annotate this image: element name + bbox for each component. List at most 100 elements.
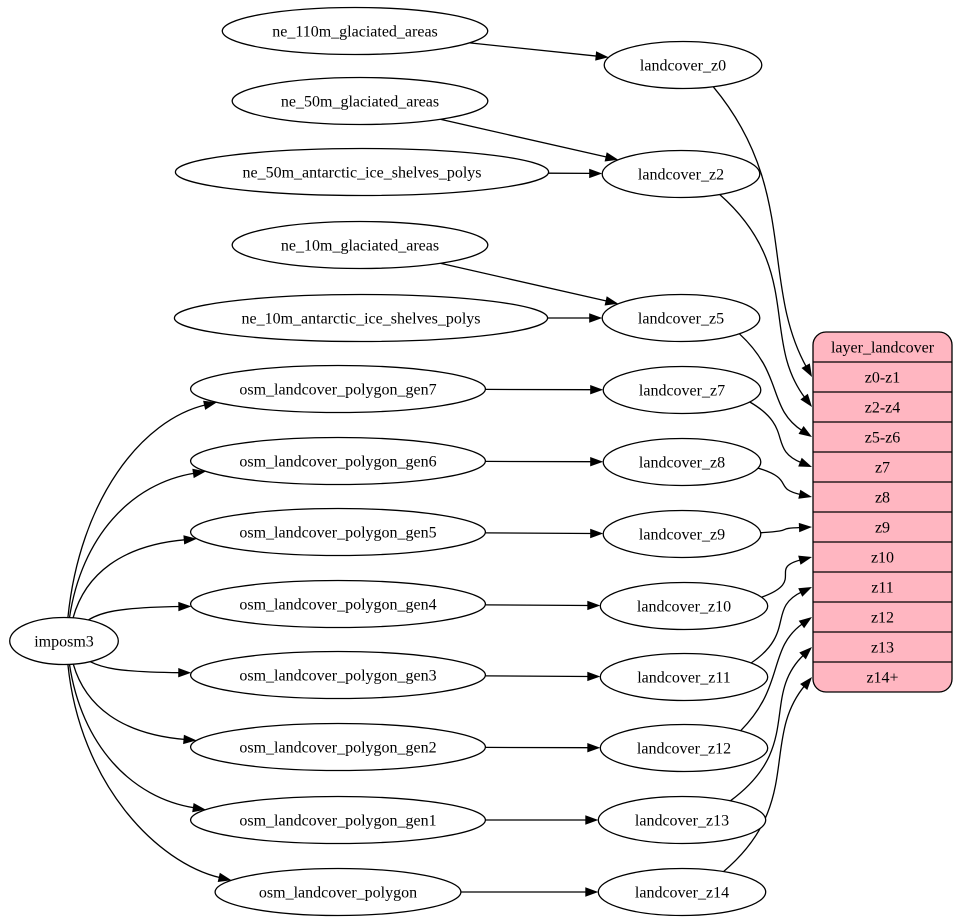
arrowhead <box>587 743 601 753</box>
arrowhead <box>585 815 599 825</box>
node-label-ne_110m_glaciated_areas: ne_110m_glaciated_areas <box>272 24 438 41</box>
node-ellipse-osm_landcover_polygon_gen3 <box>189 650 487 700</box>
edge-path <box>749 401 803 464</box>
edge-imposm3-to-osm_landcover_polygon_gen2 <box>72 664 197 745</box>
record-row-z12: z12 <box>871 610 894 627</box>
arrowhead <box>587 671 601 682</box>
node-landcover_z0: landcover_z0 <box>603 40 763 90</box>
edge-osm_landcover_polygon_gen3-to-landcover_z11 <box>485 671 601 682</box>
node-label-osm_landcover_polygon_gen6: osm_landcover_polygon_gen6 <box>239 454 436 471</box>
node-ellipse-ne_50m_glaciated_areas <box>231 76 489 126</box>
edge-osm_landcover_polygon-to-landcover_z14 <box>460 887 599 897</box>
edge-path <box>89 661 181 674</box>
node-osm_landcover_polygon_gen5: osm_landcover_polygon_gen5 <box>189 507 487 557</box>
node-ellipse-landcover_z12 <box>599 723 769 773</box>
record-node-layer_landcover: layer_landcoverz0-z1z2-z4z5-z6z7z8z9z10z… <box>812 331 953 693</box>
arrowhead <box>604 152 619 162</box>
node-ellipse-osm_landcover_polygon_gen5 <box>189 507 487 557</box>
node-landcover_z9: landcover_z9 <box>602 509 762 559</box>
node-osm_landcover_polygon_gen6: osm_landcover_polygon_gen6 <box>189 436 487 486</box>
arrowhead <box>217 872 232 882</box>
node-ne_10m_glaciated_areas: ne_10m_glaciated_areas <box>231 220 489 270</box>
node-osm_landcover_polygon_gen1: osm_landcover_polygon_gen1 <box>189 795 487 845</box>
edge-landcover_z13-to-layer_landcover:z13 <box>730 647 812 802</box>
edge-landcover_z5-to-layer_landcover:z5-z6 <box>738 333 812 437</box>
record-row-z2-z4: z2-z4 <box>865 400 901 417</box>
node-ellipse-imposm3 <box>9 616 119 666</box>
node-ellipse-osm_landcover_polygon <box>214 867 462 917</box>
node-landcover_z14: landcover_z14 <box>597 867 767 917</box>
edge-path <box>712 86 808 368</box>
node-osm_landcover_polygon_gen7: osm_landcover_polygon_gen7 <box>189 364 487 414</box>
edge-imposm3-to-osm_landcover_polygon <box>67 664 232 882</box>
edge-imposm3-to-osm_landcover_polygon_gen1 <box>68 664 206 813</box>
edge-landcover_z9-to-layer_landcover:z9 <box>760 522 812 534</box>
edge-landcover_z8-to-layer_landcover:z8 <box>757 467 812 499</box>
arrowhead <box>799 647 812 660</box>
node-ellipse-landcover_z7 <box>602 365 762 415</box>
edge-path <box>740 622 804 732</box>
node-ellipse-landcover_z0 <box>603 40 763 90</box>
node-ellipse-ne_50m_antarctic_ice_shelves_polys <box>174 147 550 197</box>
node-ellipse-landcover_z9 <box>602 509 762 559</box>
arrowhead <box>798 426 812 437</box>
arrowhead <box>589 313 603 323</box>
arrowhead <box>192 468 206 479</box>
arrowhead <box>178 668 192 678</box>
node-ellipse-landcover_z2 <box>601 149 761 199</box>
edge-osm_landcover_polygon_gen7-to-landcover_z7 <box>485 385 604 395</box>
edge-path <box>72 539 186 618</box>
edge-landcover_z2-to-layer_landcover:z2-z4 <box>719 194 812 407</box>
record-row-z14+: z14+ <box>866 670 898 687</box>
node-label-landcover_z10: landcover_z10 <box>637 599 731 616</box>
edge-path <box>72 664 186 741</box>
node-label-ne_50m_glaciated_areas: ne_50m_glaciated_areas <box>281 94 439 111</box>
arrowhead <box>798 457 812 467</box>
node-ellipse-osm_landcover_polygon_gen4 <box>189 579 487 629</box>
arrowhead <box>590 528 604 539</box>
node-ellipse-landcover_z11 <box>599 652 769 702</box>
node-label-osm_landcover_polygon_gen3: osm_landcover_polygon_gen3 <box>239 668 436 685</box>
arrowhead <box>595 51 609 61</box>
node-ellipse-osm_landcover_polygon_gen2 <box>189 722 487 772</box>
record-row-z13: z13 <box>871 640 894 657</box>
edge-osm_landcover_polygon_gen6-to-landcover_z8 <box>485 457 604 467</box>
node-label-landcover_z11: landcover_z11 <box>637 670 731 687</box>
node-label-landcover_z12: landcover_z12 <box>637 741 731 758</box>
node-ellipse-osm_landcover_polygon_gen1 <box>189 795 487 845</box>
arrowhead <box>798 617 812 629</box>
node-landcover_z7: landcover_z7 <box>602 365 762 415</box>
arrowhead <box>183 535 197 545</box>
edge-osm_landcover_polygon_gen4-to-landcover_z10 <box>485 600 601 611</box>
edge-path <box>485 675 590 678</box>
edge-path <box>68 664 195 809</box>
node-label-landcover_z0: landcover_z0 <box>640 58 726 75</box>
edge-path <box>469 42 598 57</box>
edge-ne_10m_glaciated_areas-to-landcover_z5 <box>440 262 619 306</box>
node-ne_50m_antarctic_ice_shelves_polys: ne_50m_antarctic_ice_shelves_polys <box>174 147 550 197</box>
record-row-z5-z6: z5-z6 <box>865 430 901 447</box>
node-label-osm_landcover_polygon_gen7: osm_landcover_polygon_gen7 <box>239 382 436 399</box>
node-landcover_z12: landcover_z12 <box>599 723 769 773</box>
node-label-landcover_z14: landcover_z14 <box>635 885 729 902</box>
node-label-osm_landcover_polygon_gen1: osm_landcover_polygon_gen1 <box>239 813 436 830</box>
record-row-z0-z1: z0-z1 <box>865 370 901 387</box>
edge-imposm3-to-osm_landcover_polygon_gen5 <box>72 535 197 618</box>
edge-path <box>67 404 207 618</box>
node-osm_landcover_polygon_gen4: osm_landcover_polygon_gen4 <box>189 579 487 629</box>
node-landcover_z2: landcover_z2 <box>601 149 761 199</box>
edge-landcover_z10-to-layer_landcover:z10 <box>761 555 812 598</box>
edge-path <box>68 472 196 618</box>
edge-path <box>440 118 608 158</box>
node-label-osm_landcover_polygon_gen2: osm_landcover_polygon_gen2 <box>239 740 436 757</box>
node-ellipse-landcover_z13 <box>597 795 767 845</box>
node-label-ne_10m_antarctic_ice_shelves_polys: ne_10m_antarctic_ice_shelves_polys <box>241 311 480 328</box>
edge-imposm3-to-osm_landcover_polygon_gen7 <box>67 400 217 618</box>
node-osm_landcover_polygon_gen2: osm_landcover_polygon_gen2 <box>189 722 487 772</box>
arrowhead <box>798 587 812 597</box>
node-landcover_z13: landcover_z13 <box>597 795 767 845</box>
node-landcover_z5: landcover_z5 <box>601 293 761 343</box>
node-ne_50m_glaciated_areas: ne_50m_glaciated_areas <box>231 76 489 126</box>
record-row-z7: z7 <box>875 460 890 477</box>
